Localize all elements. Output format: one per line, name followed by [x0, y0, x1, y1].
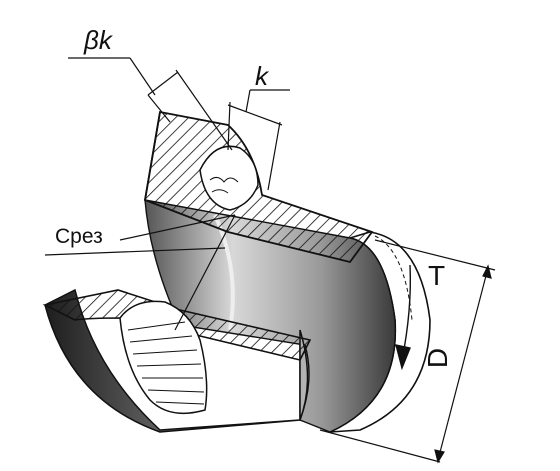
lower-shell	[44, 288, 309, 433]
torque-label: T	[428, 260, 446, 291]
cut-label: Срез	[55, 225, 103, 248]
upper-weld-bead	[199, 145, 259, 211]
diameter-label: D	[422, 347, 454, 369]
cut-leader-line	[44, 247, 226, 256]
beta-k-label: βk	[84, 25, 112, 55]
k-label: k	[255, 61, 268, 91]
k-dimension	[227, 89, 290, 191]
torque-arrow	[395, 264, 412, 371]
lower-weld-bead	[119, 300, 208, 415]
cut-plane-lines	[119, 214, 236, 331]
diameter-dimension	[319, 239, 496, 464]
beta-k-dimension	[68, 57, 233, 151]
